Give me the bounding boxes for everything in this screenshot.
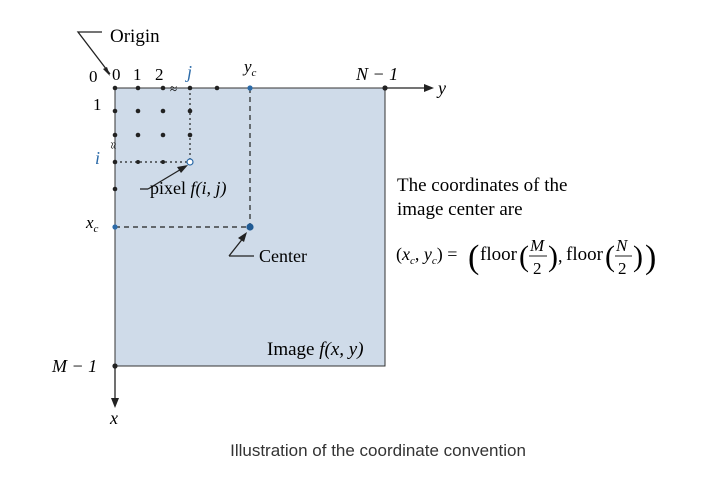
pixel-ij-marker	[186, 158, 194, 166]
pixel-row-dot	[136, 160, 140, 164]
origin-arrowhead	[103, 67, 110, 76]
pixel-dot	[160, 108, 166, 114]
xc-tick	[112, 224, 118, 230]
m-minus-1-label: M − 1	[51, 356, 97, 376]
top-edge-dot	[214, 85, 220, 91]
bottom-left-corner-dot	[112, 363, 118, 369]
pixel-col-dot	[188, 109, 192, 113]
row-i-label: i	[95, 148, 100, 168]
pixel-dot	[112, 132, 118, 138]
pixel-dot	[160, 132, 166, 138]
center-pointer-arrowhead	[238, 232, 247, 242]
x-axis-arrowhead	[111, 398, 119, 408]
pixel-pointer-arrowhead	[177, 165, 188, 173]
formula-numerator-m: M	[529, 236, 545, 255]
explanation-line-2: image center are	[397, 199, 523, 220]
explanation-line-1: The coordinates of the	[397, 175, 567, 196]
col-2-label: 2	[155, 65, 164, 84]
pixel-label: pixel f(i, j)	[150, 178, 227, 199]
center-point	[246, 223, 254, 231]
origin-pointer-line	[76, 31, 111, 75]
y-axis-label: y	[436, 78, 446, 98]
center-formula: (xc, yc) = ( floor ( M 2 ) , floor ( N 2…	[396, 236, 656, 278]
top-axis-break-mark: ≈	[170, 81, 177, 96]
formula-denominator-2: 2	[618, 259, 627, 278]
formula-paren-open-1: (	[519, 240, 529, 273]
formula-outer-close-paren: )	[645, 239, 656, 276]
pixel-dot	[135, 132, 141, 138]
formula-paren-close-2: )	[633, 240, 643, 273]
formula-lhs: (xc, yc) =	[396, 244, 457, 267]
yc-label: yc	[242, 57, 257, 79]
formula-paren-open-2: (	[605, 240, 615, 273]
center-label: Center	[259, 246, 307, 266]
x-axis-label: x	[109, 408, 118, 428]
xc-label: xc	[85, 213, 99, 235]
pixel-row-dot	[161, 160, 165, 164]
pixel-pointer-line	[147, 167, 184, 190]
n-minus-1-label: N − 1	[355, 64, 398, 84]
pixel-dot	[135, 85, 141, 91]
row-0-label: 0	[89, 67, 98, 86]
figure-caption: Illustration of the coordinate conventio…	[230, 441, 526, 460]
pixel-dot	[112, 108, 118, 114]
y-axis-arrowhead	[424, 84, 434, 92]
formula-denominator-1: 2	[533, 259, 542, 278]
origin-label: Origin	[110, 26, 160, 47]
formula-paren-close-1: )	[548, 240, 558, 273]
formula-numerator-n: N	[615, 236, 629, 255]
row-1-label: 1	[93, 95, 102, 114]
top-right-corner-dot	[382, 85, 388, 91]
left-edge-dot	[112, 186, 118, 192]
formula-outer-open-paren: (	[468, 239, 479, 276]
yc-tick	[247, 85, 253, 91]
col-0-label: 0	[112, 65, 121, 84]
left-axis-break-mark: ≈	[106, 142, 121, 149]
floor-label-2: floor	[566, 244, 604, 265]
image-label: Image f(x, y)	[267, 339, 364, 360]
pixel-dot	[112, 85, 118, 91]
floor-label-1: floor	[480, 244, 518, 265]
col-1-label: 1	[133, 65, 142, 84]
pixel-dot	[135, 108, 141, 114]
col-j-label: j	[185, 62, 192, 82]
pixel-dot	[160, 85, 166, 91]
formula-comma: ,	[558, 246, 563, 266]
